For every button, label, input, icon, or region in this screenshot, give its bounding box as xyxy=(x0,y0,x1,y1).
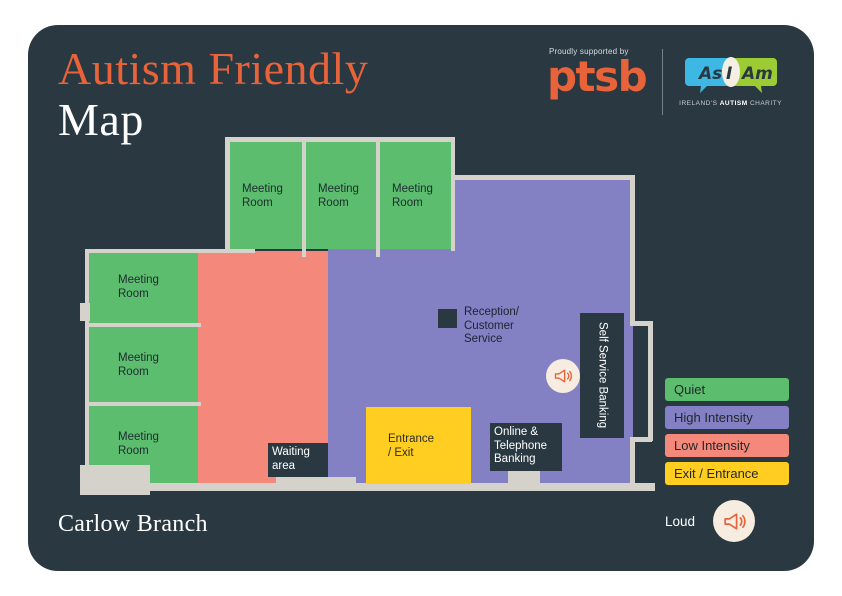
room-meeting-top-3[interactable]: Meeting Room xyxy=(380,137,452,249)
online-telephone-banking-box: Online & Telephone Banking xyxy=(490,423,562,471)
entrance-exit-box: Entrance / Exit xyxy=(366,407,471,484)
asiam-tagline-pre: IRELAND'S xyxy=(679,100,720,107)
legend-item-label: High Intensity xyxy=(674,410,753,425)
legend-item-label: Low Intensity xyxy=(674,438,750,453)
wall-divider-top-1 xyxy=(302,139,306,257)
room-meeting-left-2[interactable]: Meeting Room xyxy=(88,327,198,402)
wall-left-block-top xyxy=(85,249,255,253)
page-title-line-2: Map xyxy=(58,94,144,145)
legend-item-low-intensity[interactable]: Low Intensity xyxy=(665,434,789,457)
legend-item-quiet[interactable]: Quiet xyxy=(665,378,789,401)
room-label: Meeting Room xyxy=(242,183,283,209)
legend-loud-label: Loud xyxy=(665,513,696,529)
ptsb-logo: ptsb xyxy=(546,52,648,101)
asiam-logo-icon: As I Am xyxy=(684,57,777,93)
page-title: Autism Friendly Map xyxy=(58,43,368,145)
page-title-line-1: Autism Friendly xyxy=(58,43,369,94)
legend-item-label: Quiet xyxy=(674,382,706,397)
wall-hall-right-upper xyxy=(630,175,635,325)
room-label: Meeting Room xyxy=(118,274,159,300)
megaphone-icon xyxy=(554,369,572,383)
svg-text:As: As xyxy=(697,64,722,84)
asiam-tagline: IRELAND'S AUTISM CHARITY xyxy=(679,100,782,107)
room-meeting-left-1[interactable]: Meeting Room xyxy=(88,251,198,323)
step-bottom-left xyxy=(80,465,150,495)
step-online-banking xyxy=(508,467,540,491)
wall-left-door-notch xyxy=(80,303,90,321)
waiting-area-box: Waiting area xyxy=(268,443,328,477)
wall-left-block-left xyxy=(85,249,89,487)
wall-divider-left-1 xyxy=(89,323,201,327)
wall-top-right xyxy=(451,137,455,251)
wall-hall-right-step xyxy=(630,321,652,326)
legend: Quiet High Intensity Low Intensity Exit … xyxy=(665,378,789,490)
legend-item-exit-entrance[interactable]: Exit / Entrance xyxy=(665,462,789,485)
asiam-charity-group: As I Am IRELAND'S AUTISM CHARITY xyxy=(663,47,782,107)
room-meeting-top-1[interactable]: Meeting Room xyxy=(228,137,302,249)
svg-text:Am: Am xyxy=(740,64,773,84)
entrance-exit-label: Entrance / Exit xyxy=(388,432,435,459)
svg-text:I: I xyxy=(726,64,732,84)
sponsor-divider xyxy=(662,49,664,115)
sponsor-block: Proudly supported by ptsb As I Am IRELAN… xyxy=(547,47,782,121)
map-card: Autism Friendly Map Proudly supported by… xyxy=(28,25,814,571)
floorplan: Meeting Room Meeting Room Meeting Room xyxy=(28,25,814,571)
wall-hall-right-step-2 xyxy=(630,437,652,442)
wall-divider-left-2 xyxy=(89,402,201,406)
wall-hall-right-lower xyxy=(648,321,653,441)
room-label: Meeting Room xyxy=(318,183,359,209)
supported-by-label: Proudly supported by xyxy=(548,47,629,56)
megaphone-icon-legend xyxy=(713,500,756,542)
wall-top-left xyxy=(225,137,230,251)
high-intensity-area-upper xyxy=(453,176,633,256)
megaphone-icon xyxy=(723,512,746,530)
asiam-tagline-bold: AUTISM xyxy=(719,100,748,107)
reception-marker-icon xyxy=(438,309,457,328)
legend-loud-row: Loud xyxy=(665,500,795,542)
step-waiting-area xyxy=(276,477,356,489)
wall-hall-top xyxy=(451,175,635,180)
wall-divider-top-2 xyxy=(376,139,380,257)
room-label: Meeting Room xyxy=(392,183,433,209)
wall-top xyxy=(225,137,455,142)
wall-bottom-exterior xyxy=(150,483,655,491)
megaphone-icon-hall xyxy=(546,359,580,393)
room-label: Meeting Room xyxy=(118,431,159,457)
wall-hall-right-bottom xyxy=(630,437,635,487)
ptsb-sponsor-group: Proudly supported by ptsb xyxy=(546,47,662,101)
reception-label: Reception/ Customer Service xyxy=(464,306,519,345)
legend-item-high-intensity[interactable]: High Intensity xyxy=(665,406,789,429)
self-service-banking-box: Self Service Banking xyxy=(580,313,624,438)
legend-item-label: Exit / Entrance xyxy=(674,466,759,481)
branch-name: Carlow Branch xyxy=(58,511,208,537)
asiam-tagline-post: CHARITY xyxy=(747,100,782,107)
room-label: Meeting Room xyxy=(118,352,159,378)
room-meeting-top-2[interactable]: Meeting Room xyxy=(306,137,376,249)
